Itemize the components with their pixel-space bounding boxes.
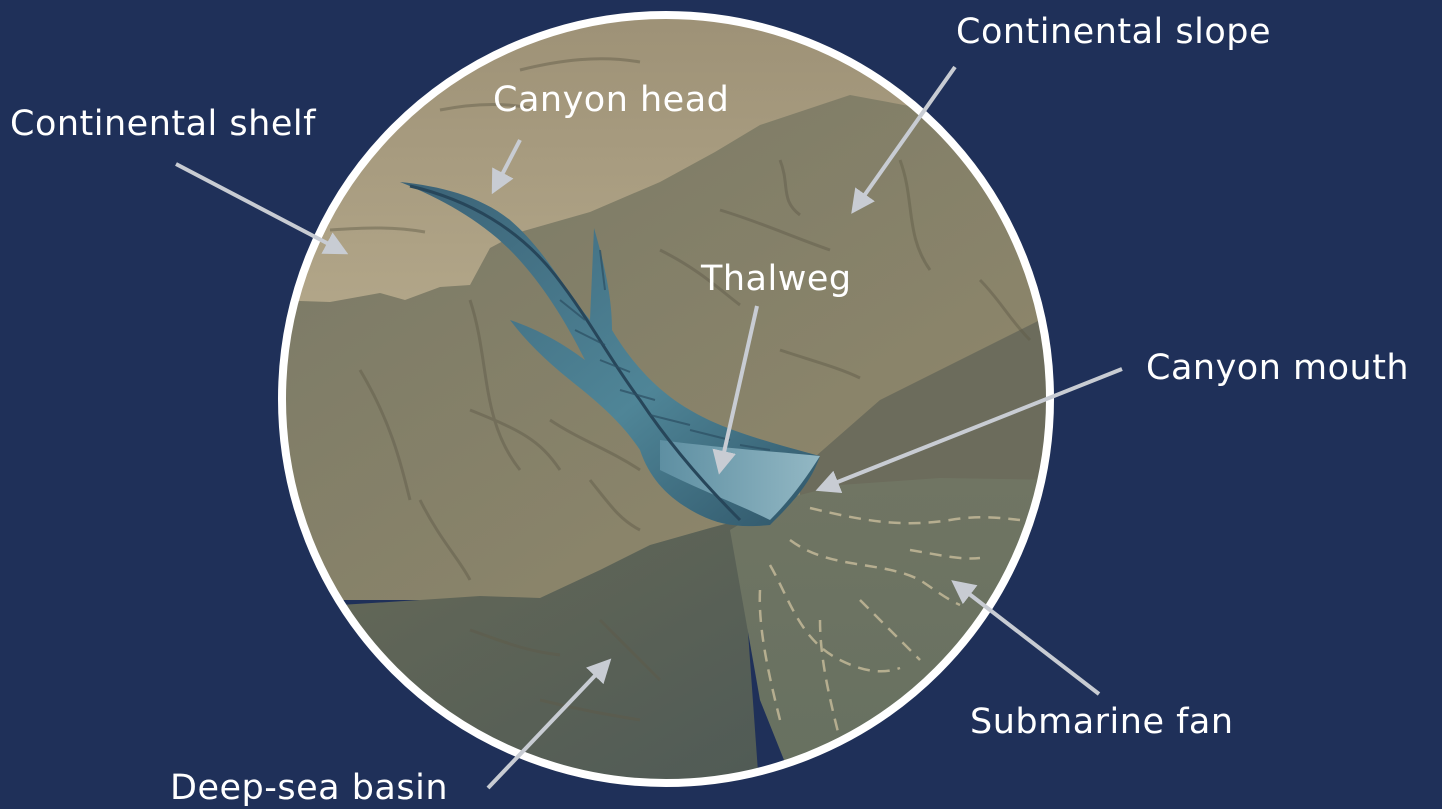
label-deep-sea-basin: Deep-sea basin [170,771,448,806]
arrow-continental-shelf [176,164,344,252]
label-continental-shelf: Continental shelf [10,107,316,142]
label-thalweg: Thalweg [701,262,852,297]
submarine-fan-region [730,478,1060,800]
arrow-submarine-fan [955,583,1099,694]
label-canyon-head: Canyon head [493,83,729,118]
label-submarine-fan: Submarine fan [970,705,1234,740]
label-canyon-mouth: Canyon mouth [1146,351,1409,386]
label-continental-slope: Continental slope [956,15,1271,50]
